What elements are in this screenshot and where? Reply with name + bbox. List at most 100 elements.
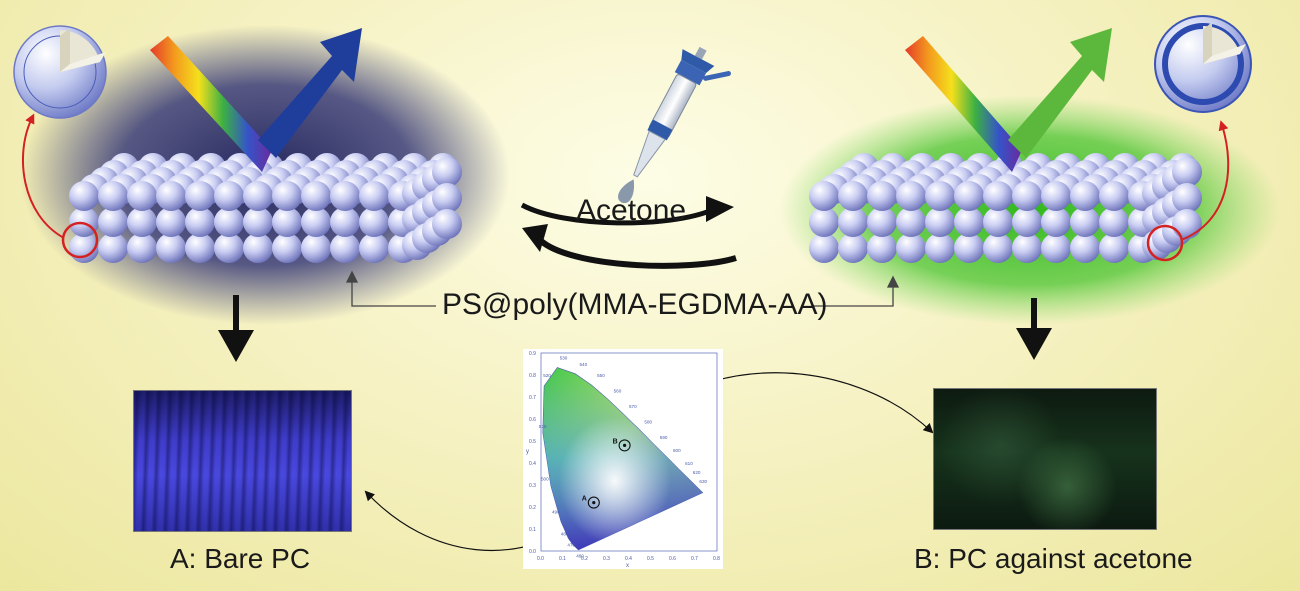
caption-pc-against-acetone: B: PC against acetone	[914, 543, 1193, 574]
cie-wavelength-label: 540	[580, 362, 588, 367]
cie-wavelength-label: 500	[541, 477, 549, 482]
cie-x-tick-label: 0.3	[603, 556, 610, 562]
nanosphere	[98, 181, 128, 211]
cie-wavelength-label: 490	[552, 510, 560, 515]
nanosphere	[272, 207, 302, 237]
nanosphere	[1041, 181, 1071, 211]
cie-wavelength-label: 620	[693, 470, 701, 475]
cie-point-dot	[623, 443, 627, 447]
nanosphere	[925, 181, 955, 211]
cie-x-tick-label: 0.2	[581, 556, 588, 562]
cie-wavelength-label: 460	[576, 554, 584, 559]
cie-wavelength-label: 510	[539, 424, 547, 429]
cie-x-axis-title: x	[626, 563, 629, 569]
nanosphere	[359, 207, 389, 237]
highlight-ring-right	[1146, 120, 1230, 262]
nanosphere	[983, 233, 1013, 263]
nanosphere	[127, 207, 157, 237]
nanosphere	[301, 233, 331, 263]
nanosphere	[156, 233, 186, 263]
nanosphere	[1172, 157, 1202, 187]
cie-y-tick-label: 0.4	[529, 461, 536, 467]
nanosphere	[243, 207, 273, 237]
nanosphere	[867, 233, 897, 263]
cie-wavelength-label: 480	[561, 532, 569, 537]
nanosphere	[432, 183, 462, 213]
acetone-label: Acetone	[576, 194, 687, 227]
cie-wavelength-label: 570	[629, 404, 637, 409]
nanosphere	[1041, 207, 1071, 237]
cie-y-tick-label: 0.1	[529, 527, 536, 533]
nanosphere	[127, 233, 157, 263]
cie-y-tick-label: 0.5	[529, 439, 536, 445]
nanosphere	[838, 181, 868, 211]
caption-bare-pc: A: Bare PC	[170, 543, 311, 574]
nanosphere	[69, 207, 99, 237]
cie-point-dot	[592, 501, 596, 505]
cie-x-tick-label: 0.7	[691, 556, 698, 562]
nanosphere	[214, 233, 244, 263]
nanosphere	[1099, 181, 1129, 211]
cie-wavelength-label: 590	[660, 435, 668, 440]
cie-y-tick-label: 0.8	[529, 373, 536, 379]
right-photonic-crystal	[809, 153, 1202, 263]
nanosphere	[185, 207, 215, 237]
cie-x-tick-label: 0.8	[713, 556, 720, 562]
nanosphere	[301, 181, 331, 211]
nanosphere	[983, 207, 1013, 237]
nanosphere	[1172, 183, 1202, 213]
down-arrow-left	[218, 295, 254, 362]
cie-y-tick-label: 0.2	[529, 505, 536, 511]
cie-point-ring	[618, 439, 631, 452]
cie-x-tick-label: 0.1	[559, 556, 566, 562]
nanosphere	[1012, 207, 1042, 237]
cie-y-tick-label: 0.7	[529, 395, 536, 401]
cie-x-tick-label: 0.0	[537, 556, 544, 562]
nanosphere	[925, 207, 955, 237]
nanosphere	[838, 233, 868, 263]
nanosphere	[243, 181, 273, 211]
down-arrow-right	[1016, 298, 1052, 360]
cie-wavelength-label: 580	[644, 419, 652, 424]
nanosphere	[1041, 233, 1071, 263]
highlight-ring-left	[22, 113, 99, 259]
cie-wavelength-label: 520	[543, 373, 551, 378]
bare-pc-photo	[133, 390, 352, 532]
cie-point-label: A	[582, 496, 587, 503]
nanosphere	[330, 207, 360, 237]
core-shell-particle-right	[1154, 15, 1252, 113]
forward-arrow-acetone	[520, 196, 734, 226]
cie-wavelength-label: 610	[685, 461, 693, 466]
polymer-label-connectors	[345, 270, 900, 307]
left-photonic-crystal	[69, 153, 462, 263]
nanosphere	[1012, 181, 1042, 211]
nanosphere	[1070, 181, 1100, 211]
cie-wavelength-label: 550	[597, 373, 605, 378]
pipette-icon	[618, 46, 731, 204]
nanosphere	[954, 233, 984, 263]
cie-wavelength-label: 600	[673, 448, 681, 453]
cie-wavelength-label: 630	[699, 479, 707, 484]
nanosphere	[272, 181, 302, 211]
nanosphere	[301, 207, 331, 237]
nanosphere	[432, 157, 462, 187]
reflected-green-arrow	[1008, 28, 1112, 158]
nanosphere	[98, 207, 128, 237]
nanosphere	[1012, 233, 1042, 263]
polymer-label: PS@poly(MMA-EGDMA-AA)	[442, 288, 828, 321]
cie-wavelength-label: 560	[614, 389, 622, 394]
nanosphere	[156, 181, 186, 211]
nanosphere	[1099, 233, 1129, 263]
nanosphere	[98, 233, 128, 263]
nanosphere	[156, 207, 186, 237]
nanosphere	[1099, 207, 1129, 237]
cie-y-tick-label: 0.3	[529, 483, 536, 489]
nanosphere	[1070, 233, 1100, 263]
incident-light-beam-right	[905, 36, 1022, 172]
nanosphere	[1172, 209, 1202, 239]
nanosphere	[954, 207, 984, 237]
acetone-pc-photo	[933, 388, 1157, 530]
cie-wavelength-labels: 4604704804905005105205305405505605705805…	[539, 356, 708, 559]
cie-x-tick-label: 0.5	[647, 556, 654, 562]
